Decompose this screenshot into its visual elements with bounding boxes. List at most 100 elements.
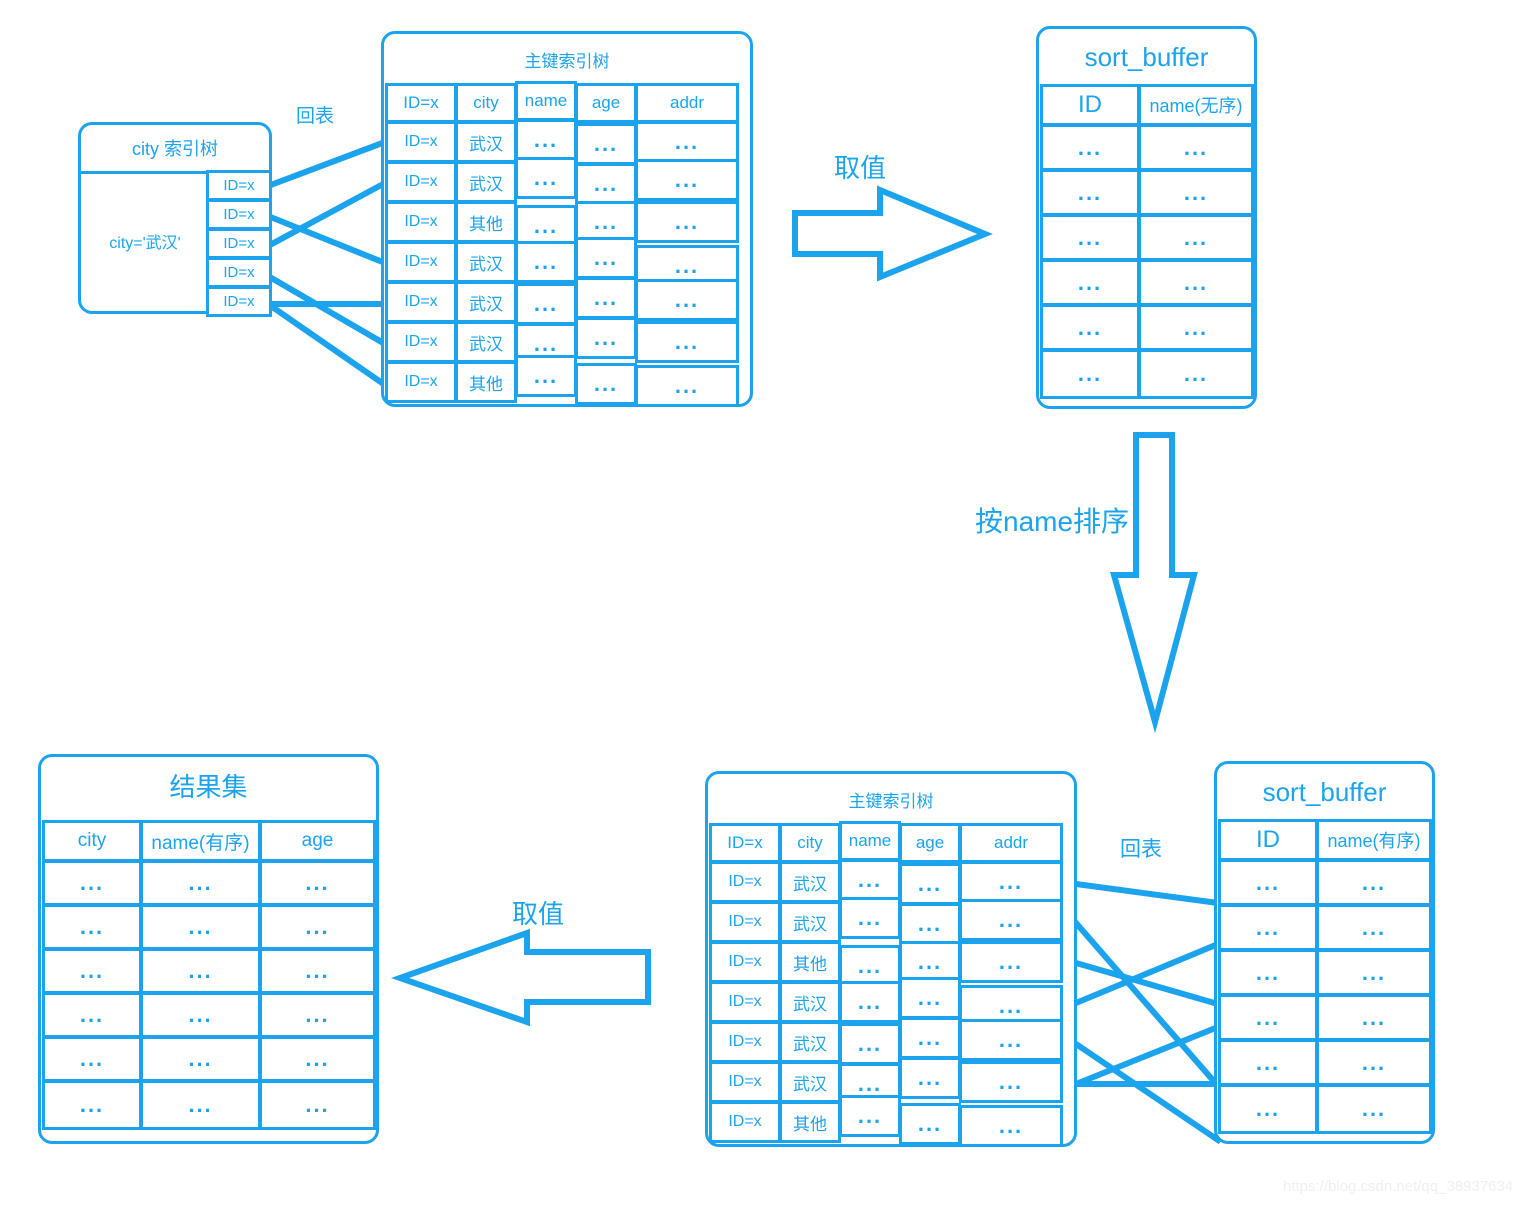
cell-name: ...	[140, 992, 261, 1038]
cell-addr: ...	[959, 941, 1063, 983]
cell-id: ...	[1218, 1084, 1318, 1134]
cell-addr: ...	[635, 159, 739, 201]
result-set-table: city name(有序) age ... ... ... ... ... ..…	[42, 820, 376, 1140]
cell-city: 武汉	[779, 1061, 841, 1103]
cell-name: ...	[515, 157, 577, 199]
cell-age: ...	[575, 363, 637, 405]
cell-addr: ...	[635, 201, 739, 243]
cell-id: ...	[1040, 214, 1140, 261]
cell-name: ...	[839, 981, 901, 1023]
connector-top-3	[263, 178, 390, 251]
cell-id: ID=x	[709, 981, 781, 1023]
arrow-left-bottom	[390, 928, 651, 1027]
cell-id: ...	[1040, 169, 1140, 216]
city-index-entry[interactable]: ID=x	[206, 257, 272, 288]
cell-age: ...	[259, 860, 376, 906]
connector-bot-1	[1072, 880, 1222, 907]
cell-city: 武汉	[455, 121, 517, 163]
cell-age: ...	[259, 904, 376, 950]
cell-city: 武汉	[455, 321, 517, 363]
cell-addr: ...	[959, 899, 1063, 941]
connector-bot-3	[1072, 959, 1222, 1008]
cell-name: ...	[1316, 859, 1432, 906]
sort-buffer-top-title: sort_buffer	[1084, 41, 1209, 72]
cell-name: ...	[1316, 1084, 1432, 1134]
cell-city: ...	[42, 1080, 142, 1130]
connector-bot-4	[1072, 940, 1222, 1007]
cell-id: ID=x	[709, 941, 781, 983]
cell-name: ...	[1138, 169, 1254, 216]
cell-name: ...	[1138, 259, 1254, 306]
col-header-name: name	[839, 821, 901, 861]
city-index-entry[interactable]: ID=x	[206, 170, 272, 201]
cell-city: 武汉	[779, 981, 841, 1023]
cell-city: ...	[42, 992, 142, 1038]
cell-age: ...	[575, 237, 637, 279]
label-huibiao-bottom: 回表	[1120, 838, 1162, 861]
primary-index-bottom-table: ID=x city name age addr ID=x 武汉 ... ... …	[709, 821, 1073, 1147]
cell-city: 其他	[779, 1101, 841, 1143]
sort-buffer-top-table: ID name(无序) ... ... ... ... ... ... ... …	[1040, 84, 1254, 406]
cell-name: ...	[839, 1023, 901, 1065]
cell-addr: ...	[959, 1105, 1063, 1147]
city-index-entry[interactable]: ID=x	[206, 199, 272, 230]
cell-name: ...	[515, 205, 577, 247]
cell-age: ...	[899, 1057, 961, 1099]
sort-buffer-bottom-title: sort_buffer	[1262, 776, 1387, 807]
cell-age: ...	[575, 277, 637, 319]
cell-age: ...	[575, 123, 637, 165]
connector-top-2	[264, 212, 389, 267]
cell-city: 武汉	[455, 161, 517, 203]
cell-age: ...	[259, 1036, 376, 1082]
cell-age: ...	[575, 201, 637, 243]
cell-name: ...	[1316, 994, 1432, 1041]
cell-name: ...	[140, 1080, 261, 1130]
cell-id: ID=x	[385, 121, 457, 163]
cell-id: ID=x	[709, 1061, 781, 1103]
cell-city: 武汉	[779, 901, 841, 943]
cell-id: ID=x	[385, 361, 457, 403]
cell-name: ...	[839, 897, 901, 939]
cell-age: ...	[899, 1103, 961, 1145]
cell-id: ...	[1040, 304, 1140, 351]
primary-index-bottom-title: 主键索引树	[848, 791, 934, 811]
cell-city: 其他	[455, 361, 517, 403]
cell-name: ...	[140, 1036, 261, 1082]
sort-buffer-bottom-table: ID name(有序) ... ... ... ... ... ... ... …	[1218, 819, 1432, 1141]
col-header-id: ID=x	[709, 823, 781, 863]
col-header-name: name(有序)	[1316, 819, 1432, 861]
cell-city: 武汉	[779, 861, 841, 903]
cell-age: ...	[899, 1017, 961, 1059]
city-index-entry[interactable]: ID=x	[206, 228, 272, 259]
col-header-id: ID	[1218, 819, 1318, 861]
connector-top-6	[263, 299, 390, 390]
arrow-right-top	[792, 185, 993, 282]
cell-age: ...	[575, 317, 637, 359]
cell-id: ID=x	[709, 901, 781, 943]
cell-id: ID=x	[385, 281, 457, 323]
col-header-city: city	[455, 83, 517, 123]
city-index-entry[interactable]: ID=x	[206, 286, 272, 317]
cell-id: ...	[1218, 994, 1318, 1041]
cell-name: ...	[839, 945, 901, 987]
cell-id: ID=x	[385, 241, 457, 283]
connector-bot-2	[1071, 918, 1223, 1091]
label-quzhi-top: 取值	[834, 153, 887, 183]
cell-city: 武汉	[779, 1021, 841, 1063]
cell-age: ...	[899, 863, 961, 905]
col-header-name: name(有序)	[140, 820, 261, 862]
cell-addr: ...	[635, 321, 739, 363]
col-header-city: city	[779, 823, 841, 863]
cell-id: ID=x	[709, 1021, 781, 1063]
cell-age: ...	[259, 992, 376, 1038]
cell-city: ...	[42, 1036, 142, 1082]
cell-city: ...	[42, 948, 142, 994]
col-header-addr: addr	[635, 83, 739, 123]
cell-id: ...	[1218, 949, 1318, 996]
primary-index-top-table: ID=x city name age addr ID=x 武汉 ... ... …	[385, 81, 749, 407]
col-header-id: ID	[1040, 84, 1140, 126]
cell-name: ...	[1316, 949, 1432, 996]
cell-id: ...	[1040, 259, 1140, 306]
cell-addr: ...	[635, 121, 739, 163]
